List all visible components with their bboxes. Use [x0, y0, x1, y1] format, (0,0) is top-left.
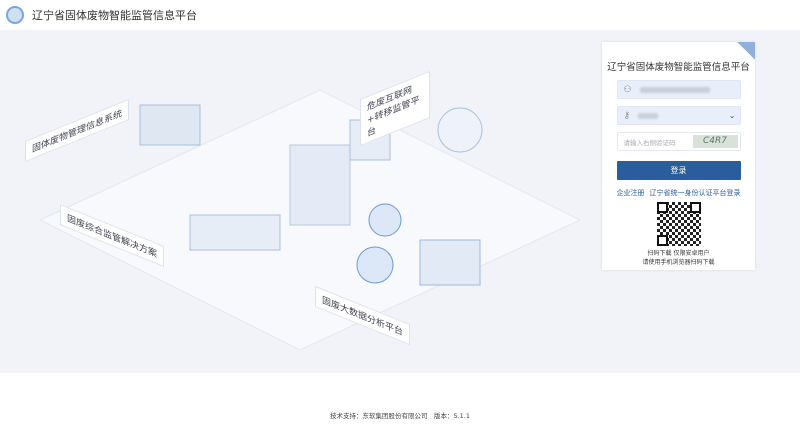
login-title: 辽宁省固体废物智能监管信息平台: [607, 62, 750, 73]
qr-note-2: 请使用手机浏览器扫码下载: [642, 259, 715, 266]
qr-note-1: 扫码下载 仅限安卓用户: [647, 250, 710, 257]
password-value: [638, 112, 659, 119]
user-icon: ⚇: [623, 84, 632, 95]
footer-text: 技术支持：东软集团股份有限公司 版本：5.1.1: [329, 412, 471, 420]
captcha-field[interactable]: 请输入右侧验证码 C4R7: [616, 132, 741, 151]
platform-illustration: 固体废物管理信息系统 危废互联网+转移监管平台 固废综合监管解决方案 固废大数据…: [20, 50, 582, 360]
chevron-down-icon[interactable]: ⌄: [728, 111, 736, 120]
captcha-image[interactable]: C4R7: [692, 135, 738, 148]
qr-corner-toggle[interactable]: [737, 42, 755, 60]
emblem-logo: [6, 6, 24, 24]
captcha-input[interactable]: 请输入右侧验证码: [623, 138, 676, 147]
password-field[interactable]: ⚷⌄: [616, 106, 741, 125]
key-icon: ⚷: [623, 110, 631, 121]
isometric-illustration: [38, 89, 582, 351]
username-value: [639, 86, 710, 93]
sso-login-link[interactable]: 辽宁省统一身份认证平台登录: [649, 189, 741, 197]
download-qr-code: [656, 202, 701, 246]
username-field[interactable]: ⚇: [616, 80, 741, 99]
header: 辽宁省固体废物智能监管信息平台: [0, 0, 800, 30]
app-title: 辽宁省固体废物智能监管信息平台: [32, 9, 197, 22]
main-area: 固体废物管理信息系统 危废互联网+转移监管平台 固废综合监管解决方案 固废大数据…: [0, 30, 800, 373]
register-link[interactable]: 企业注册: [616, 189, 645, 197]
login-button[interactable]: 登录: [616, 161, 741, 180]
